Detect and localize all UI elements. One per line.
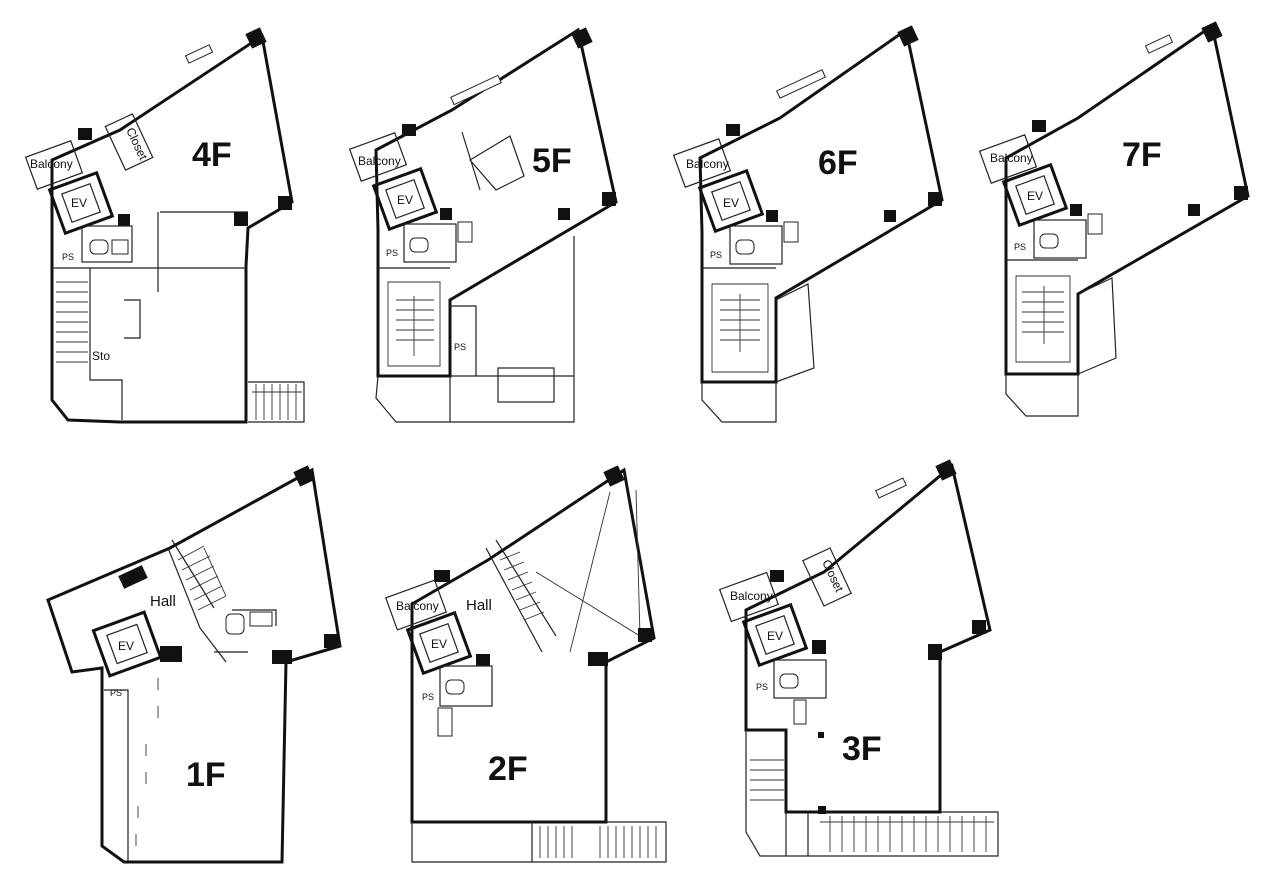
balcony-area-2f: Balcony xyxy=(384,579,448,631)
inner-walls-6f xyxy=(701,267,815,423)
label-ev-4f: EV xyxy=(71,196,87,210)
floor-plan-1f: EV PS Hall 1F xyxy=(46,465,342,864)
label-ps-5f-lower: PS xyxy=(454,342,466,352)
label-balcony-6f: Balcony xyxy=(686,157,729,171)
stairs-7f xyxy=(1015,275,1071,363)
label-balcony-4f: Balcony xyxy=(30,157,73,171)
label-balcony-5f: Balcony xyxy=(358,154,401,168)
inner-walls-2f xyxy=(411,539,667,863)
label-balcony-2f: Balcony xyxy=(396,599,439,613)
inner-walls-5f xyxy=(375,131,575,423)
outer-wall-1f xyxy=(46,467,342,864)
stairs-5f xyxy=(387,281,441,367)
floor-plan-6f: Balcony EV PS 6F xyxy=(672,25,944,423)
elevator-5f: EV xyxy=(371,166,439,232)
floor-label-6f: 6F xyxy=(818,144,858,182)
label-balcony-3f: Balcony xyxy=(730,589,773,603)
floor-label-4f: 4F xyxy=(192,136,232,174)
floor-label-2f: 2F xyxy=(488,750,528,788)
outer-wall-2f xyxy=(410,467,656,824)
elevator-2f: EV xyxy=(405,610,473,676)
label-ev-7f: EV xyxy=(1027,189,1043,203)
label-ev-5f: EV xyxy=(397,193,413,207)
label-hall-2f: Hall xyxy=(466,597,492,614)
label-ev-2f: EV xyxy=(431,637,447,651)
label-sto-4f: Sto xyxy=(92,349,110,363)
stairs-2f xyxy=(499,551,657,858)
balcony-area-4f: Balcony xyxy=(24,140,84,190)
stairs-3f xyxy=(750,759,994,852)
floor-label-1f: 1F xyxy=(186,756,226,794)
floor-label-7f: 7F xyxy=(1122,136,1162,174)
label-balcony-7f: Balcony xyxy=(990,151,1033,165)
floor-label-3f: 3F xyxy=(842,730,882,768)
label-ps-1f: PS xyxy=(110,688,122,698)
label-ps-6f: PS xyxy=(710,250,722,260)
stairs-4f xyxy=(56,281,302,420)
outer-wall-4f xyxy=(50,33,294,424)
stairs-6f xyxy=(711,283,769,373)
elevator-6f: EV xyxy=(697,168,765,234)
inner-walls-3f xyxy=(745,730,999,857)
stairs-1f xyxy=(177,545,227,611)
balcony-area-7f: Balcony xyxy=(978,134,1038,184)
floor-plan-5f: Balcony EV PS PS 5F xyxy=(348,27,618,423)
inner-walls-4f xyxy=(52,211,305,423)
inner-walls-1f xyxy=(104,539,277,862)
floor-plan-2f: Balcony EV PS Hall 2F xyxy=(384,465,667,863)
label-hall-1f: Hall xyxy=(150,593,176,610)
elevator-7f: EV xyxy=(1001,162,1069,228)
outer-wall-3f xyxy=(744,463,992,814)
floor-plan-7f: Balcony EV PS 7F xyxy=(978,21,1250,417)
label-ps-5f: PS xyxy=(386,248,398,258)
void-cross-2f xyxy=(535,489,641,653)
label-ps-2f: PS xyxy=(422,692,434,702)
outer-wall-6f xyxy=(698,27,944,384)
label-ps-4f: PS xyxy=(62,252,74,262)
elevator-3f: EV xyxy=(741,602,809,668)
floor-plan-3f: Balcony Closet EV PS 3F xyxy=(718,459,999,857)
floor-label-5f: 5F xyxy=(532,142,572,180)
label-ps-7f: PS xyxy=(1014,242,1026,252)
elevator-1f: EV xyxy=(91,610,163,678)
balcony-area-5f: Balcony xyxy=(348,132,408,182)
floor-plan-4f: Balcony Closet EV PS Sto 4F xyxy=(24,27,305,424)
label-ps-3f: PS xyxy=(756,682,768,692)
balcony-area-6f: Balcony xyxy=(672,138,732,188)
label-ev-6f: EV xyxy=(723,196,739,210)
inner-walls-7f xyxy=(1005,259,1117,417)
label-ev-1f: EV xyxy=(118,639,134,653)
balcony-area-3f: Balcony xyxy=(718,571,780,623)
elevator-4f: EV xyxy=(47,170,115,236)
label-ev-3f: EV xyxy=(767,629,783,643)
